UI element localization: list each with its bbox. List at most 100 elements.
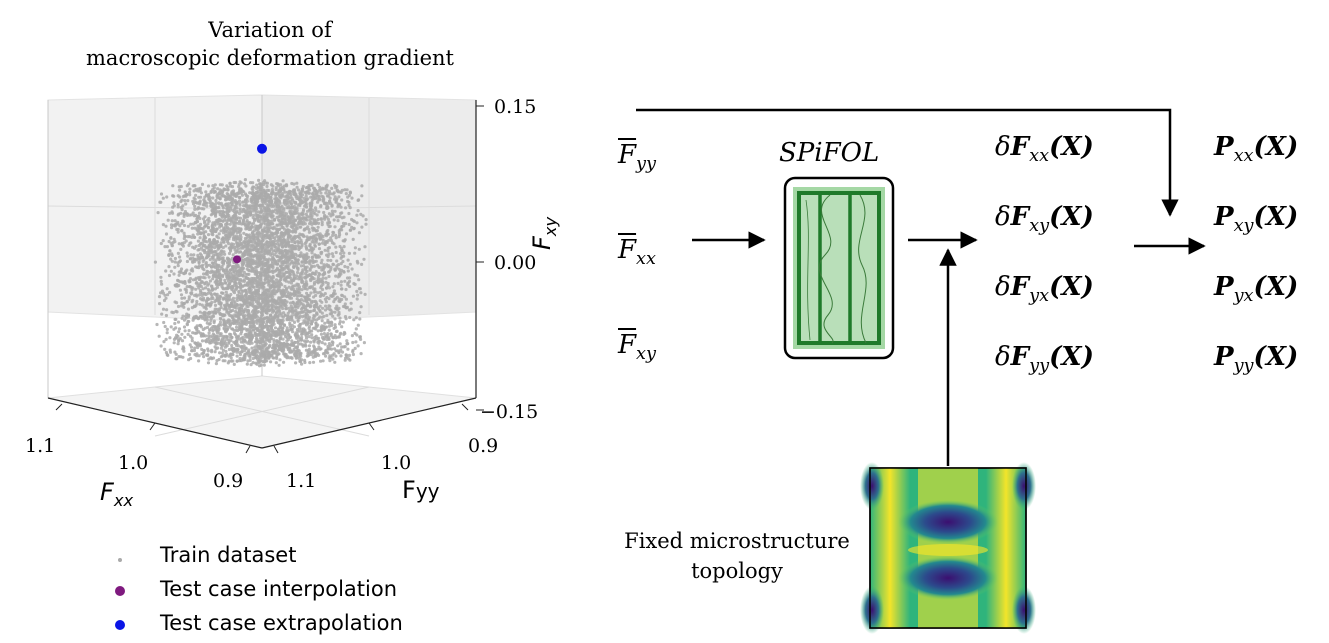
train-point (210, 350, 214, 354)
train-point (260, 186, 264, 190)
train-point (262, 288, 266, 292)
train-point (249, 243, 253, 247)
train-point (190, 349, 194, 353)
train-point (259, 267, 264, 272)
train-point (235, 344, 239, 348)
train-point (326, 320, 330, 324)
train-point (217, 236, 221, 240)
train-point (185, 251, 189, 255)
train-point (298, 232, 302, 236)
train-point (349, 301, 353, 305)
train-point (196, 317, 200, 321)
train-point (205, 353, 209, 357)
train-point (323, 272, 327, 276)
train-point (339, 268, 344, 272)
train-point (205, 298, 209, 302)
train-point (274, 188, 278, 192)
train-point (250, 191, 254, 195)
train-point (159, 291, 163, 295)
train-point (346, 199, 350, 204)
train-point (224, 268, 228, 272)
train-point (201, 217, 206, 221)
train-point (274, 199, 278, 203)
train-point (211, 184, 215, 188)
train-point (165, 287, 169, 291)
train-point (319, 252, 323, 256)
train-point (230, 301, 234, 305)
train-point (254, 295, 258, 300)
train-point (342, 330, 346, 335)
train-point (259, 273, 263, 277)
train-point (350, 196, 354, 200)
train-point (183, 271, 187, 275)
train-point (334, 250, 338, 255)
train-dataset-points (153, 178, 368, 368)
train-point (318, 185, 322, 189)
train-point (323, 342, 327, 346)
train-point (234, 217, 238, 221)
train-point (179, 247, 183, 251)
train-point (235, 201, 239, 205)
train-point (273, 326, 278, 330)
train-point (305, 198, 309, 202)
train-point (307, 260, 311, 264)
train-point (153, 260, 157, 264)
train-point (210, 205, 214, 209)
train-point (184, 202, 188, 206)
train-point (213, 253, 217, 257)
train-point (256, 347, 260, 351)
train-point (229, 249, 233, 253)
train-point (357, 287, 361, 291)
train-point (225, 227, 229, 231)
train-point (310, 333, 314, 337)
train-point (305, 275, 309, 279)
train-point (267, 209, 271, 213)
train-point (251, 231, 255, 235)
train-point (246, 309, 251, 313)
train-point (306, 322, 310, 326)
train-point (282, 214, 286, 218)
train-point (250, 346, 254, 350)
train-point (277, 305, 281, 309)
train-point (339, 283, 343, 287)
train-point (293, 256, 297, 260)
train-point (308, 361, 312, 365)
train-point (346, 269, 350, 273)
train-point (283, 342, 287, 346)
train-point (215, 331, 219, 335)
train-point (323, 248, 327, 252)
train-point (243, 307, 247, 311)
train-point (233, 301, 237, 305)
train-point (274, 307, 278, 311)
train-point (245, 220, 249, 224)
train-point (283, 313, 287, 317)
train-point (320, 300, 324, 304)
train-point (217, 326, 221, 330)
train-point (237, 195, 241, 200)
train-point (280, 304, 284, 308)
train-point (351, 340, 355, 345)
train-point (216, 252, 220, 256)
train-point (241, 246, 245, 250)
train-point (339, 252, 343, 256)
train-point (334, 199, 338, 203)
train-point (187, 280, 191, 284)
train-point (261, 296, 265, 300)
train-point (180, 229, 184, 233)
train-point (325, 286, 329, 290)
train-point (220, 351, 224, 355)
train-point (347, 222, 351, 227)
train-point (309, 204, 313, 209)
train-point (173, 219, 177, 223)
train-point (308, 329, 312, 333)
train-point (346, 265, 350, 269)
train-point (245, 246, 249, 250)
train-point (235, 298, 239, 302)
train-point (340, 287, 344, 291)
train-point (281, 288, 285, 292)
train-point (222, 259, 227, 263)
train-point (168, 336, 172, 340)
train-point (252, 353, 256, 357)
train-point (307, 335, 311, 339)
train-point (207, 357, 211, 361)
